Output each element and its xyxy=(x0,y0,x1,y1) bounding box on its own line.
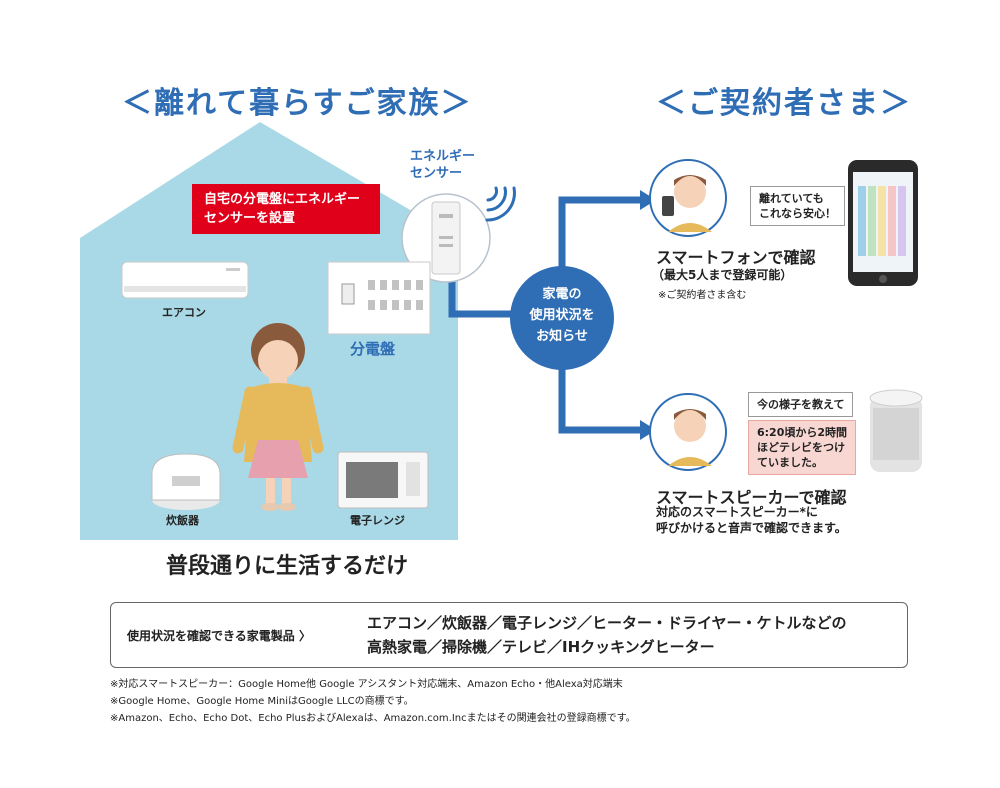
panel-label: 分電盤 xyxy=(350,340,396,358)
smartphone-device-icon xyxy=(848,160,918,286)
smart-speaker-icon xyxy=(869,389,923,472)
microwave-icon xyxy=(337,451,429,509)
products-label: 使用状況を確認できる家電製品 〉 xyxy=(127,629,311,643)
arrow-to-phone xyxy=(640,190,656,210)
reassurance-line-2: これなら安心！ xyxy=(759,207,836,220)
arrow-to-speaker xyxy=(640,420,656,440)
install-note: 自宅の分電盤にエネルギー センサーを設置 xyxy=(192,184,380,234)
aircon-label: エアコン xyxy=(162,306,206,319)
products-line-1: エアコン／炊飯器／電子レンジ／ヒーター・ドライヤー・ケトルなどの xyxy=(367,614,847,632)
smartphone-subtitle: （最大5人まで登録可能） xyxy=(652,268,793,282)
energy-sensor-icon xyxy=(401,193,491,283)
reassurance-line-1: 離れていても xyxy=(759,192,824,205)
footnote-3: ※Amazon、Echo、Echo Dot、Echo PlusおよびAlexaは… xyxy=(110,713,636,724)
products-list: エアコン／炊飯器／電子レンジ／ヒーター・ドライヤー・ケトルなどの 高熱家電／掃除… xyxy=(367,611,847,659)
footnotes: ※対応スマートスピーカー：Google Home他 Google アシスタント対… xyxy=(110,676,636,727)
rice-cooker-label: 炊飯器 xyxy=(166,514,199,527)
rice-cooker-icon xyxy=(151,453,221,510)
hub-text-line-3: お知らせ xyxy=(536,329,588,344)
speaker-desc-line-2: 呼びかけると音声で確認できます。 xyxy=(656,521,847,535)
speaker-description: 対応のスマートスピーカー*に 呼びかけると音声で確認できます。 xyxy=(656,504,847,536)
sensor-label-line-2: センサー xyxy=(410,166,463,181)
install-note-line-1: 自宅の分電盤にエネルギー xyxy=(204,192,361,207)
smartphone-user-avatar xyxy=(649,159,727,237)
family-heading: ＜離れて暮らすご家族＞ xyxy=(122,86,473,121)
answer-line-2: ほどテレビをつけ xyxy=(757,441,845,454)
reassurance-bubble: 離れていても これなら安心！ xyxy=(750,186,845,226)
woman-illustration xyxy=(232,323,324,511)
wifi-icon xyxy=(485,186,516,222)
hub-text: 家電の 使用状況を お知らせ xyxy=(510,284,614,347)
hub-circle xyxy=(510,266,614,370)
products-line-2: 高熱家電／掃除機／テレビ／IHクッキングヒーター xyxy=(367,638,715,656)
answer-line-3: ていました。 xyxy=(757,456,823,469)
speaker-desc-line-1: 対応のスマートスピーカー*に xyxy=(656,505,818,519)
footnote-2: ※Google Home、Google Home MiniはGoogle LLC… xyxy=(110,696,414,707)
sensor-label-line-1: エネルギー xyxy=(410,149,476,164)
smartphone-note: ※ご契約者さま含む xyxy=(658,290,747,301)
distribution-panel-icon xyxy=(327,261,431,335)
smartphone-title: スマートフォンで確認 xyxy=(656,248,816,267)
supported-products-box: 使用状況を確認できる家電製品 〉 エアコン／炊飯器／電子レンジ／ヒーター・ドライ… xyxy=(110,602,908,668)
hub-text-line-2: 使用状況を xyxy=(529,308,595,323)
hub-text-line-1: 家電の xyxy=(542,287,582,302)
question-bubble: 今の様子を教えて xyxy=(748,392,854,417)
illustration xyxy=(80,122,923,540)
answer-line-1: 6:20頃から2時間 xyxy=(757,426,848,439)
microwave-label: 電子レンジ xyxy=(350,514,405,527)
answer-bubble: 6:20頃から2時間 ほどテレビをつけ ていました。 xyxy=(748,420,857,475)
air-conditioner-icon xyxy=(121,261,249,299)
speaker-title: スマートスピーカーで確認 xyxy=(656,488,847,507)
subscriber-heading: ＜ご契約者さま＞ xyxy=(656,86,912,121)
sensor-label: エネルギー センサー xyxy=(410,148,475,182)
footnote-1: ※対応スマートスピーカー：Google Home他 Google アシスタント対… xyxy=(110,679,623,690)
speaker-user-avatar xyxy=(649,393,727,471)
daily-life-caption: 普段通りに生活するだけ xyxy=(166,554,409,579)
install-note-line-2: センサーを設置 xyxy=(204,211,296,226)
